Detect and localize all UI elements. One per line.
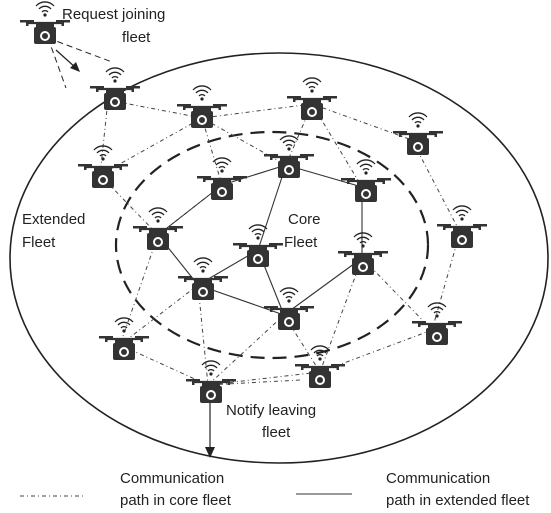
drone-icon — [262, 286, 316, 332]
join-arrow-head — [70, 62, 80, 72]
join-path — [47, 37, 67, 89]
drone-icon — [88, 66, 142, 112]
drone-icon — [131, 206, 185, 252]
extended-fleet-label-line1: Extended — [22, 211, 85, 228]
drone-icon — [435, 204, 489, 250]
request-label-line1: Request joining — [62, 6, 165, 23]
join-path — [47, 37, 113, 63]
core-fleet-boundary — [114, 130, 430, 360]
drone-icon — [97, 316, 151, 362]
notify-label-line2: fleet — [262, 424, 291, 441]
drone-icon — [176, 256, 230, 302]
join-arrow-line — [55, 49, 77, 69]
drone-icon — [195, 156, 249, 202]
legend-core-line1: Communication — [120, 470, 224, 487]
core-fleet-label-line2: Fleet — [284, 234, 318, 251]
extended-fleet-boundary — [9, 52, 549, 464]
legend-extended-line1: Communication — [386, 470, 490, 487]
drone-icon — [336, 231, 390, 277]
drone-icon — [262, 134, 316, 180]
notify-label-line1: Notify leaving — [226, 402, 316, 419]
drone-icon — [410, 301, 464, 347]
leave-arrow-head — [205, 447, 215, 458]
drone-icon — [175, 84, 229, 130]
extended-fleet-label-line2: Fleet — [22, 234, 56, 251]
core-fleet-label-line1: Core — [288, 211, 321, 228]
drone-icon — [184, 359, 238, 405]
drone-icon — [285, 76, 339, 122]
drone-icon — [391, 111, 445, 157]
drone-icon — [76, 144, 130, 190]
legend-core-line2: path in core fleet — [120, 492, 232, 509]
request-label-line2: fleet — [122, 29, 151, 46]
legend-extended-line2: path in extended fleet — [386, 492, 530, 509]
